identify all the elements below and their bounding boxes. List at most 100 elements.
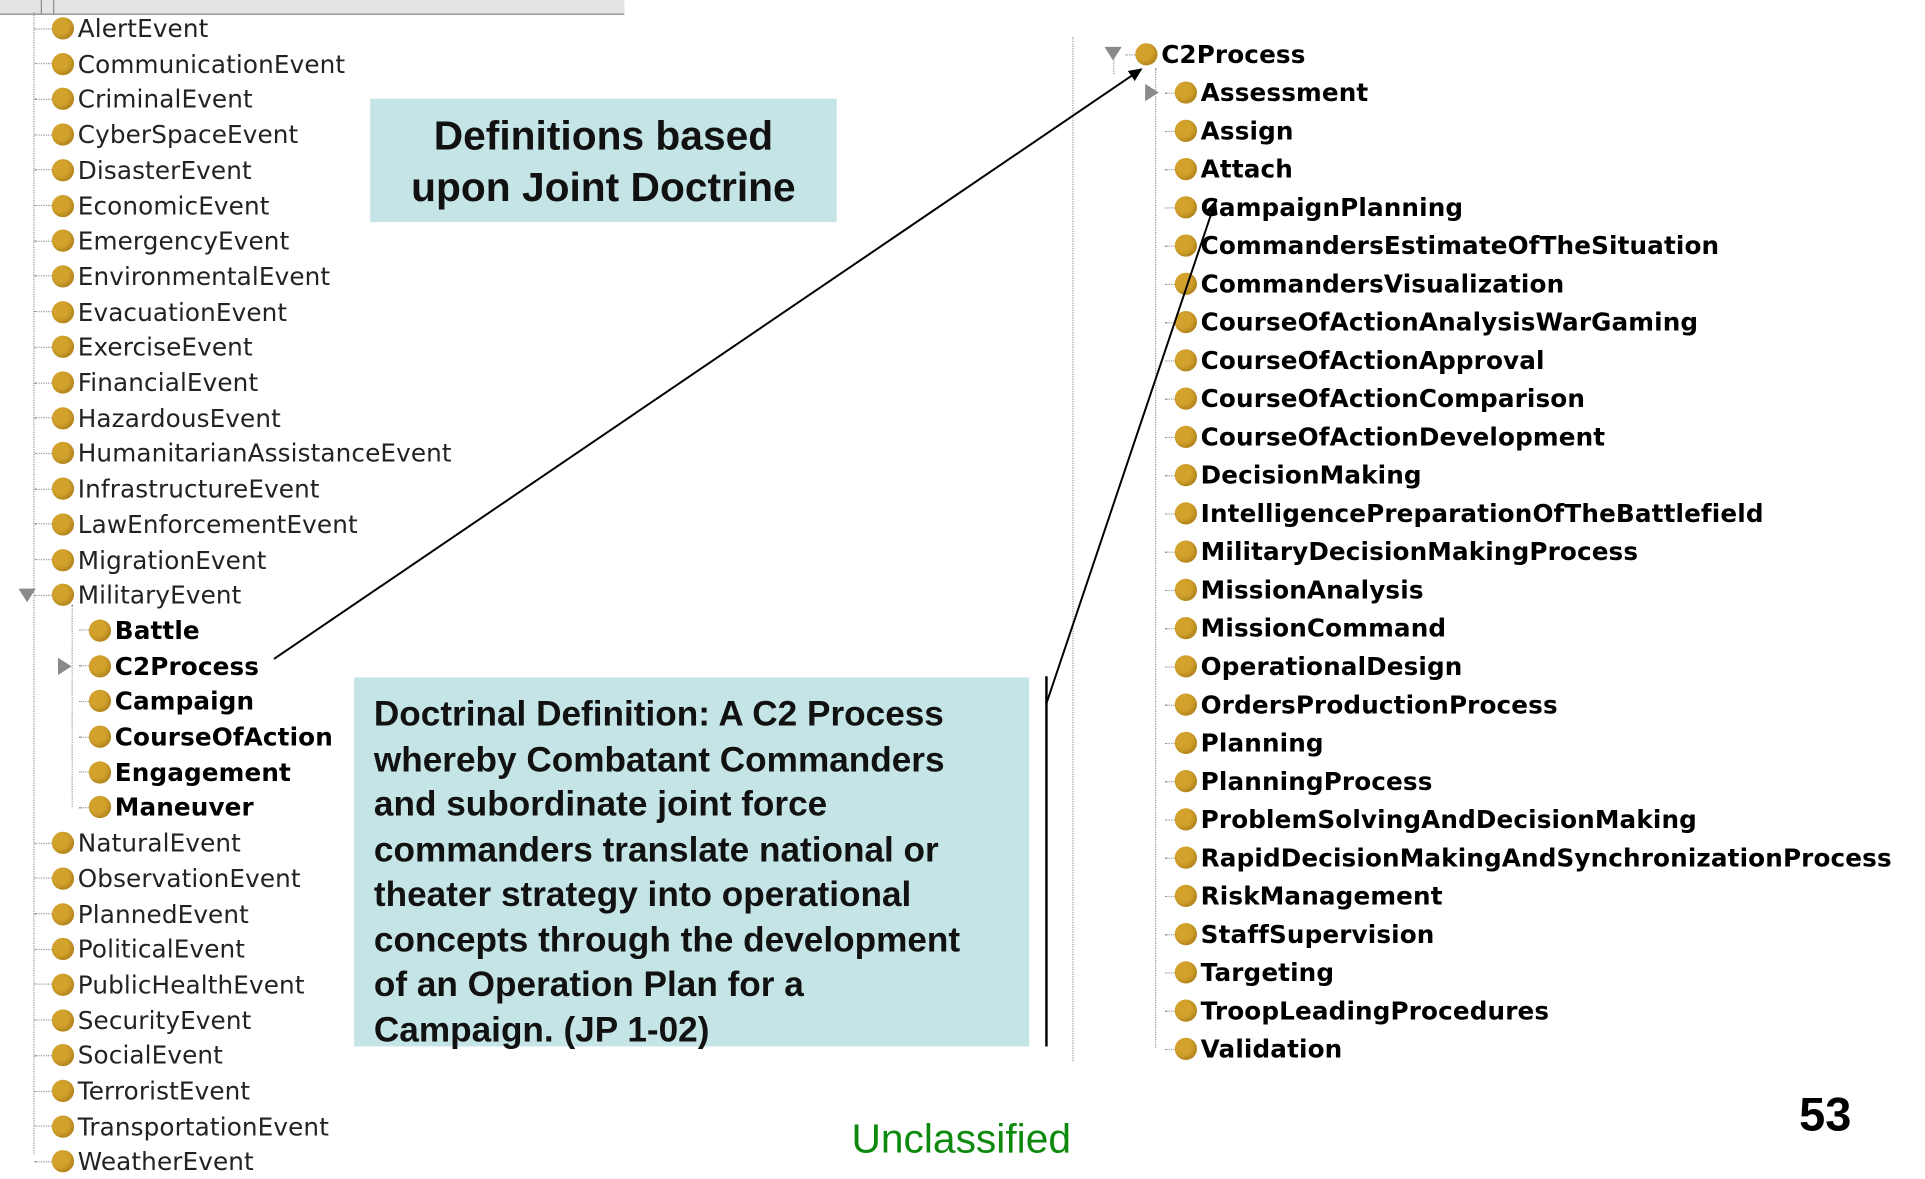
tree-child-item[interactable]: IntelligencePreparationOfTheBattlefield bbox=[1164, 496, 1764, 531]
tree-child-item[interactable]: C2Process bbox=[78, 649, 259, 684]
tree-connector bbox=[34, 452, 52, 454]
tree-item[interactable]: SocialEvent bbox=[34, 1038, 223, 1073]
tree-item-label: MissionAnalysis bbox=[1200, 575, 1424, 605]
tree-item[interactable]: HazardousEvent bbox=[34, 401, 281, 436]
tree-item[interactable]: DisasterEvent bbox=[34, 153, 252, 188]
expand-triangle-icon[interactable] bbox=[1145, 83, 1159, 102]
collapse-triangle-icon[interactable] bbox=[1104, 46, 1122, 61]
tree-item[interactable]: InfrastructureEvent bbox=[34, 472, 320, 507]
class-node-icon bbox=[1174, 884, 1197, 907]
tree-item[interactable]: PublicHealthEvent bbox=[34, 967, 305, 1002]
tree-child-item[interactable]: Validation bbox=[1164, 1032, 1343, 1067]
class-node-icon bbox=[1174, 463, 1197, 487]
tree-item-label: CriminalEvent bbox=[77, 84, 253, 115]
class-node-icon bbox=[1174, 655, 1197, 678]
tree-item-label: MissionCommand bbox=[1200, 613, 1447, 643]
tree-item[interactable]: WeatherEvent bbox=[34, 1144, 254, 1179]
tree-item[interactable]: TransportationEvent bbox=[34, 1109, 329, 1144]
tree-child-item[interactable]: Campaign bbox=[78, 684, 255, 719]
tree-item[interactable]: TerroristEvent bbox=[34, 1074, 251, 1109]
class-node-icon bbox=[51, 1044, 75, 1067]
tree-child-item[interactable]: MissionCommand bbox=[1164, 611, 1447, 646]
tree-guide-line bbox=[1155, 67, 1157, 1048]
tree-item-label: CyberSpaceEvent bbox=[77, 119, 299, 150]
tree-item-label: OperationalDesign bbox=[1200, 651, 1463, 682]
tree-item-label: Validation bbox=[1200, 1034, 1343, 1064]
tree-child-item[interactable]: ProblemSolvingAndDecisionMaking bbox=[1164, 802, 1697, 837]
tree-child-item[interactable]: MissionAnalysis bbox=[1164, 573, 1424, 608]
tree-child-item[interactable]: Assessment bbox=[1164, 75, 1368, 110]
tree-child-item[interactable]: CourseOfActionComparison bbox=[1164, 381, 1585, 416]
tree-item[interactable]: PlannedEvent bbox=[34, 897, 249, 932]
tree-item[interactable]: PoliticalEvent bbox=[34, 932, 246, 967]
tree-item[interactable]: ObservationEvent bbox=[34, 861, 301, 896]
tree-item-label: Attach bbox=[1200, 154, 1293, 184]
tree-child-item[interactable]: CampaignPlanning bbox=[1164, 190, 1463, 225]
tree-item[interactable]: EvacuationEvent bbox=[34, 294, 288, 329]
tree-child-item[interactable]: TroopLeadingProcedures bbox=[1164, 993, 1550, 1028]
tree-child-item[interactable]: Maneuver bbox=[78, 790, 254, 825]
tree-child-item[interactable]: RiskManagement bbox=[1164, 879, 1443, 914]
tree-item[interactable]: SecurityEvent bbox=[34, 1003, 252, 1038]
tree-item[interactable]: EmergencyEvent bbox=[34, 224, 290, 259]
tree-connector bbox=[1164, 550, 1175, 553]
tree-item-label: TroopLeadingProcedures bbox=[1200, 995, 1550, 1026]
tree-item-label: PlanningProcess bbox=[1200, 766, 1433, 796]
tree-item-expanded[interactable]: MilitaryEvent bbox=[34, 578, 242, 613]
tree-item[interactable]: CyberSpaceEvent bbox=[34, 117, 299, 152]
tree-child-item[interactable]: MilitaryDecisionMakingProcess bbox=[1164, 534, 1638, 569]
tree-item[interactable]: AlertEvent bbox=[34, 11, 209, 46]
tree-child-item[interactable]: OrdersProductionProcess bbox=[1164, 687, 1558, 722]
tree-item[interactable]: HumanitarianAssistanceEvent bbox=[34, 436, 452, 471]
tree-item[interactable]: EnvironmentalEvent bbox=[34, 259, 331, 294]
tree-item[interactable]: ExerciseEvent bbox=[34, 330, 253, 365]
expand-triangle-icon[interactable] bbox=[57, 657, 72, 675]
tree-child-item[interactable]: CourseOfActionDevelopment bbox=[1164, 420, 1605, 455]
definitions-callout: Definitions based upon Joint Doctrine bbox=[370, 98, 837, 223]
tree-child-item[interactable]: Battle bbox=[78, 613, 200, 648]
tree-connector bbox=[78, 806, 89, 809]
tree-item[interactable]: CriminalEvent bbox=[34, 82, 253, 117]
tree-child-item[interactable]: CommandersEstimateOfTheSituation bbox=[1164, 228, 1719, 263]
class-node-icon bbox=[51, 867, 75, 890]
class-node-icon bbox=[51, 513, 75, 536]
tree-item-label: NaturalEvent bbox=[77, 828, 241, 858]
class-node-icon bbox=[51, 831, 75, 855]
tree-item[interactable]: EconomicEvent bbox=[34, 188, 270, 223]
class-node-icon bbox=[1174, 961, 1197, 984]
tree-item[interactable]: LawEnforcementEvent bbox=[34, 507, 358, 542]
tree-item[interactable]: CommunicationEvent bbox=[34, 47, 346, 82]
callout-separator-line bbox=[1045, 676, 1048, 1047]
tree-root-item[interactable]: C2Process bbox=[1125, 37, 1305, 72]
tree-child-item[interactable]: DecisionMaking bbox=[1164, 458, 1422, 493]
tree-item-label: PublicHealthEvent bbox=[77, 969, 305, 1000]
tree-item-label: Campaign bbox=[114, 686, 255, 717]
tree-child-item[interactable]: CourseOfActionAnalysisWarGaming bbox=[1164, 305, 1698, 340]
tree-child-item[interactable]: CourseOfActionApproval bbox=[1164, 343, 1545, 378]
class-node-icon bbox=[51, 1150, 75, 1173]
class-node-icon bbox=[1174, 349, 1197, 372]
tree-item[interactable]: FinancialEvent bbox=[34, 365, 259, 400]
tree-item[interactable]: NaturalEvent bbox=[34, 826, 241, 861]
tree-item-label: EconomicEvent bbox=[77, 190, 270, 221]
tree-child-item[interactable]: CommandersVisualization bbox=[1164, 267, 1564, 302]
class-node-icon bbox=[1174, 119, 1197, 142]
tree-child-item[interactable]: Planning bbox=[1164, 726, 1324, 761]
tree-child-item[interactable]: CourseOfAction bbox=[78, 719, 333, 754]
tree-item-label: FinancialEvent bbox=[77, 367, 259, 398]
tree-child-item[interactable]: StaffSupervision bbox=[1164, 917, 1435, 952]
tree-item-label: RapidDecisionMakingAndSynchronizationPro… bbox=[1200, 842, 1892, 873]
tree-connector bbox=[34, 1090, 52, 1092]
tree-connector bbox=[34, 488, 52, 490]
tree-child-item[interactable]: Engagement bbox=[78, 755, 291, 790]
collapse-triangle-icon[interactable] bbox=[18, 588, 36, 603]
tree-child-item[interactable]: Assign bbox=[1164, 114, 1294, 149]
doctrinal-line: theater strategy into operational bbox=[373, 874, 912, 915]
tree-child-item[interactable]: PlanningProcess bbox=[1164, 764, 1433, 799]
tree-child-item[interactable]: RapidDecisionMakingAndSynchronizationPro… bbox=[1164, 840, 1892, 875]
tree-item[interactable]: MigrationEvent bbox=[34, 542, 267, 577]
tree-connector bbox=[1164, 512, 1175, 514]
tree-child-item[interactable]: Targeting bbox=[1164, 955, 1334, 990]
tree-child-item[interactable]: Attach bbox=[1164, 152, 1293, 187]
tree-child-item[interactable]: OperationalDesign bbox=[1164, 649, 1463, 684]
